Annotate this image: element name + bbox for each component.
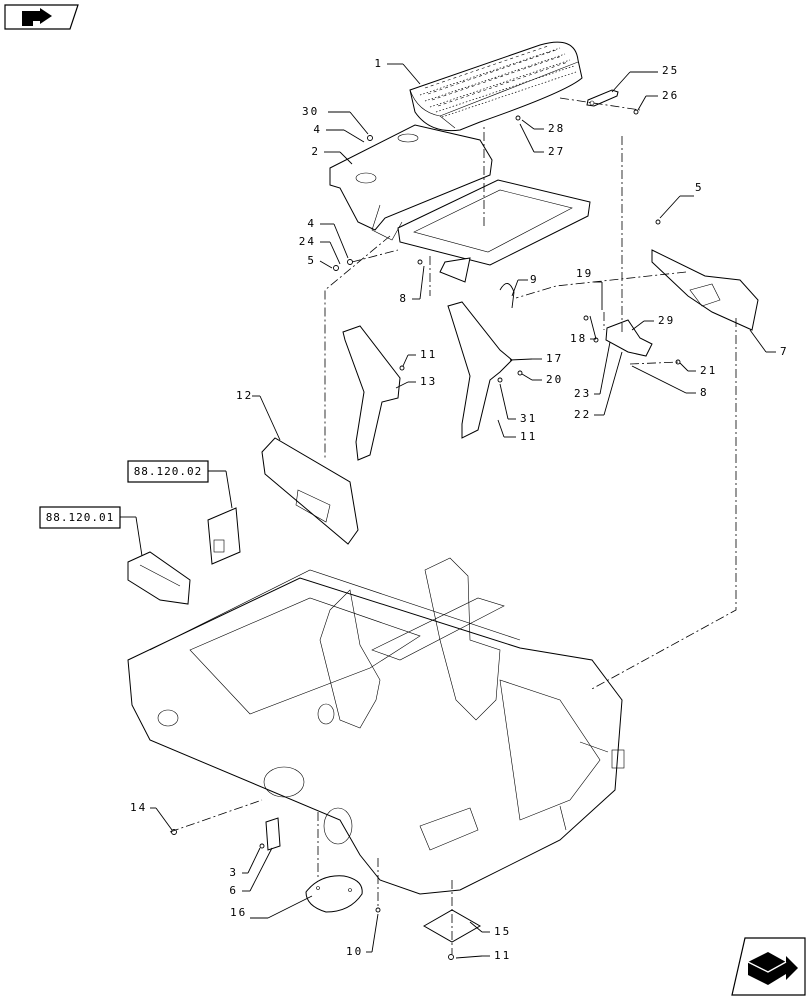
callout-number: 23 [574, 387, 591, 400]
grille-part [409, 41, 583, 132]
callout-number: 30 [302, 105, 319, 118]
callout-number: 9 [530, 273, 539, 286]
callout-10: 10 [346, 913, 379, 958]
subassembly-88-120-01 [127, 551, 191, 605]
callout-4-mid: 4 [307, 217, 349, 259]
callout-30: 30 [302, 105, 369, 135]
callout-19: 19 [576, 267, 603, 310]
next-page-icon[interactable] [731, 937, 806, 996]
callout-14: 14 [130, 801, 173, 831]
callout-number: 11 [494, 949, 511, 962]
callout-20: 20 [521, 373, 563, 386]
callout-13: 13 [395, 375, 437, 389]
bracket-17-part [447, 301, 513, 439]
callout-number: 24 [299, 235, 316, 248]
callout-8-left: 8 [399, 265, 425, 305]
reference-box-88-120-01[interactable]: 88.120.01 [39, 506, 143, 557]
callout-number: 15 [494, 925, 511, 938]
callout-8-right: 8 [631, 365, 709, 399]
callout-18: 18 [570, 315, 597, 345]
callout-29: 29 [631, 314, 675, 331]
callout-number: 19 [576, 267, 593, 280]
callout-number: 17 [546, 352, 563, 365]
callout-7: 7 [749, 329, 789, 358]
reference-label: 88.120.02 [134, 465, 203, 478]
callout-number: 16 [230, 906, 247, 919]
callout-number: 11 [520, 430, 537, 443]
side-panel-part [651, 219, 759, 331]
callout-number: 28 [548, 122, 565, 135]
plate-16-part [305, 875, 363, 913]
grille-mesh [419, 45, 577, 118]
callout-number: 26 [662, 89, 679, 102]
top-panel-part [329, 124, 493, 241]
callout-23: 23 [574, 341, 611, 400]
callout-number: 5 [695, 181, 704, 194]
chassis-frame-part [127, 557, 625, 895]
callout-17: 17 [509, 352, 563, 365]
callout-25: 25 [611, 64, 679, 93]
callout-5-left: 5 [307, 254, 333, 269]
callout-24: 24 [299, 235, 341, 265]
callout-6: 6 [229, 847, 273, 897]
shield-12-part [261, 437, 359, 545]
callout-number: 14 [130, 801, 147, 814]
callout-number: 6 [229, 884, 238, 897]
callout-number: 3 [229, 866, 238, 879]
back-page-icon[interactable] [4, 4, 79, 30]
callout-5-right: 5 [659, 181, 704, 219]
callout-12: 12 [236, 389, 281, 441]
callout-number: 25 [662, 64, 679, 77]
callout-number: 12 [236, 389, 253, 402]
callout-11-lower: 11 [497, 419, 537, 443]
callout-number: 13 [420, 375, 437, 388]
callout-16: 16 [230, 895, 313, 919]
callout-31: 31 [499, 383, 537, 425]
callout-27: 27 [519, 123, 565, 158]
callout-number: 20 [546, 373, 563, 386]
callout-number: 1 [374, 57, 383, 70]
callout-number: 27 [548, 145, 565, 158]
callout-4-top: 4 [313, 123, 365, 143]
alignment-lines [169, 97, 737, 954]
reference-label: 88.120.01 [46, 511, 115, 524]
callout-number: 11 [420, 348, 437, 361]
callout-21: 21 [679, 362, 717, 377]
callout-number: 22 [574, 408, 591, 421]
callout-11-bottom: 11 [455, 949, 511, 962]
callout-number: 10 [346, 945, 363, 958]
callout-number: 5 [307, 254, 316, 267]
callout-number: 2 [311, 145, 320, 158]
callout-number: 4 [307, 217, 316, 230]
bracket-13-part [342, 325, 401, 461]
frame-part [397, 179, 591, 283]
callout-number: 7 [780, 345, 789, 358]
callout-number: 8 [399, 292, 408, 305]
callout-9: 9 [511, 273, 539, 297]
callout-number: 31 [520, 412, 537, 425]
callout-number: 18 [570, 332, 587, 345]
callout-number: 4 [313, 123, 322, 136]
latch-part [586, 89, 639, 115]
callout-22: 12 22 [574, 351, 623, 421]
callout-2: 2 [311, 145, 353, 165]
callout-11-mid: 11 [402, 348, 437, 367]
subassembly-88-120-02 [207, 507, 241, 565]
bracket-22-part [605, 319, 653, 357]
callout-number: 8 [700, 386, 709, 399]
plate-6-part [265, 817, 281, 851]
callout-28: 28 [521, 119, 565, 135]
callout-26: 26 [637, 89, 679, 111]
callout-number: 29 [658, 314, 675, 327]
callout-1: 1 [374, 57, 421, 85]
reference-box-88-120-02[interactable]: 88.120.02 [127, 460, 233, 509]
callout-15: 15 [469, 921, 511, 938]
callout-number: 21 [700, 364, 717, 377]
callout-3: 3 [229, 847, 261, 879]
